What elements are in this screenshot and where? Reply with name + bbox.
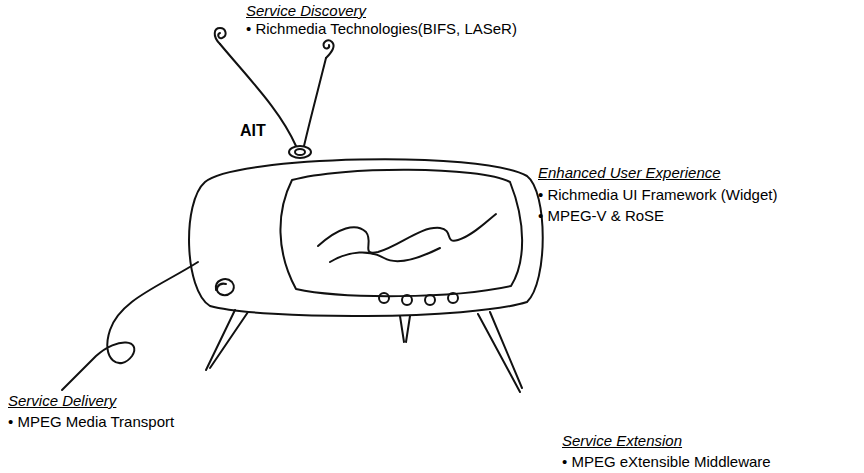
antenna-right — [304, 58, 326, 146]
antenna-left — [220, 44, 296, 146]
screen-wave — [318, 214, 496, 253]
tv-swirl — [216, 279, 234, 295]
bullet-item: • MPEG-V & RoSE — [538, 207, 664, 225]
bullet-item: • MPEG Media Transport — [8, 413, 174, 431]
antenna-spiral — [324, 40, 334, 58]
antenna-knob — [295, 149, 305, 155]
tv-leg — [206, 310, 248, 370]
tv-button — [379, 293, 389, 303]
tv-leg — [478, 312, 522, 392]
section-heading: Enhanced User Experience — [538, 164, 721, 182]
section-heading: Service Discovery — [246, 2, 366, 20]
screen-wave — [330, 248, 440, 262]
tv-screen — [280, 170, 522, 296]
device-label: AIT — [240, 122, 266, 140]
antenna-spiral — [215, 28, 226, 44]
bullet-item: • MPEG eXtensible Middleware — [562, 453, 771, 471]
bullet-item: • Richmedia Technologies(BIFS, LASeR) — [246, 20, 517, 38]
tv-leg — [400, 316, 410, 342]
tv-button — [448, 293, 458, 303]
tv-body — [189, 159, 543, 316]
tv-cable — [62, 262, 198, 390]
tv-button — [402, 295, 412, 305]
tv-button — [425, 295, 435, 305]
section-heading: Service Extension — [562, 432, 682, 450]
antenna-knob — [289, 146, 311, 158]
section-heading: Service Delivery — [8, 392, 116, 410]
bullet-item: • Richmedia UI Framework (Widget) — [538, 186, 777, 204]
